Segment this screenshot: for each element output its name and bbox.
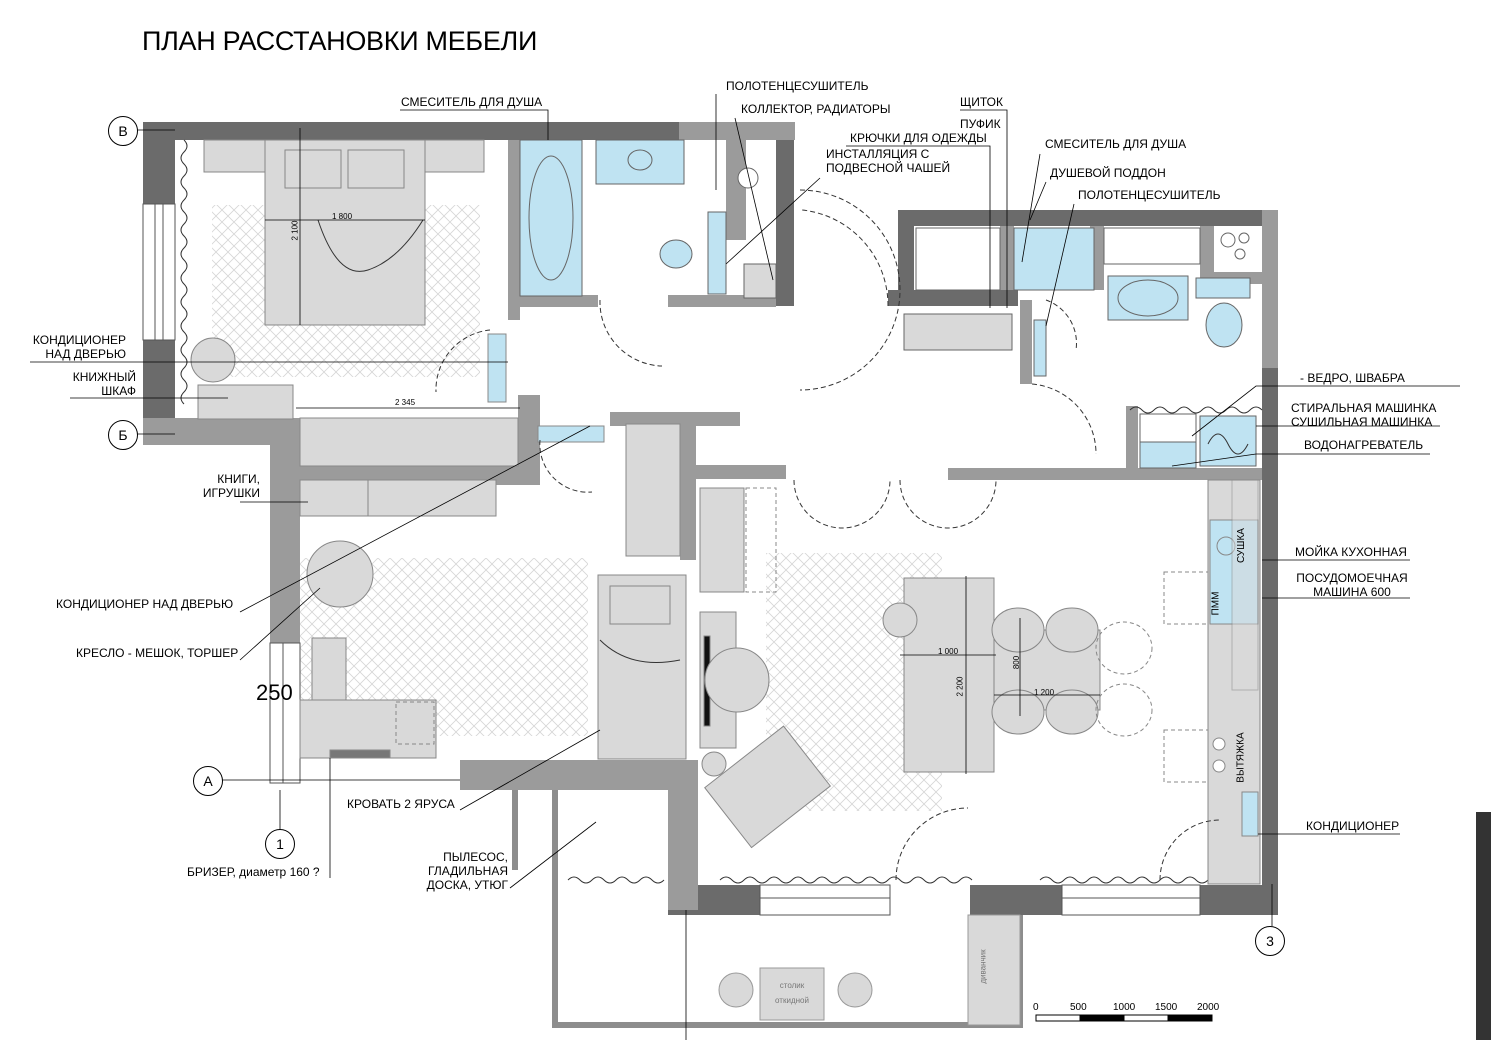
axis-1: 1 [265,829,295,859]
living-furniture [699,487,1153,849]
label-vacuum: ПЫЛЕСОС, ГЛАДИЛЬНАЯ ДОСКА, УТЮГ [426,850,508,892]
page-title: ПЛАН РАССТАНОВКИ МЕБЕЛИ [142,26,538,56]
label-armchair: КРЕСЛО - МЕШОК, ТОРШЕР [76,646,239,660]
dim-sofa-a: 1 000 [938,647,959,656]
label-stolik: столик откидной [775,981,809,1005]
axis-v: В [108,116,138,146]
page-edge-bar [1476,812,1491,1040]
label-shower-tray: ДУШЕВОЙ ПОДДОН [1050,166,1166,180]
divan [967,914,1021,1026]
label-kitchen-sink: МОЙКА КУХОННАЯ [1295,545,1407,559]
label-ac-over-door-2: КОНДИЦИОНЕР НАД ДВЕРЬЮ [56,597,234,611]
leader-lines [30,94,1460,1040]
label-installation: ИНСТАЛЛЯЦИЯ С ПОДВЕСНОЙ ЧАШЕЙ [826,147,950,175]
scale-bar [1035,1014,1213,1022]
label-vytyazhka: ВЫТЯЖКА [1235,732,1247,783]
axis-3: 3 [1255,926,1285,956]
label-shower-mixer-left: СМЕСИТЕЛЬ ДЛЯ ДУША [401,95,543,109]
table-fold [759,967,825,1021]
label-pmm: ПММ [1210,591,1222,616]
label-washer: СТИРАЛЬНАЯ МАШИНКА СУШИЛЬНАЯ МАШИНКА [1291,401,1437,429]
walls [143,122,1278,915]
dim-table-a: 800 [1012,655,1022,670]
label-ac-over-door-1: КОНДИЦИОНЕР НАД ДВЕРЬЮ [32,333,126,361]
door-swings [435,189,1221,881]
scale-0: 0 [1033,1002,1039,1013]
scale-1500: 1500 [1155,1002,1178,1013]
label-divanchik: диванчик [978,949,988,984]
bathroom-right [903,227,1251,377]
laundry [1139,413,1257,469]
kids-furniture [299,423,687,760]
dim-bed-width: 1 800 [332,212,353,221]
axis-b: Б [108,420,138,450]
label-bunk-bed: КРОВАТЬ 2 ЯРУСА [347,797,455,811]
label-books-toys: КНИГИ, ИГРУШКИ [202,472,260,500]
label-panel: ЩИТОК [960,95,1003,109]
dim-wardrobe: 2 345 [395,398,416,407]
dim-offset: 250 [256,680,293,705]
scale-1000: 1000 [1113,1002,1136,1013]
label-breezer: БРИЗЕР, диаметр 160 ? [187,865,320,879]
label-bucket: - ВЕДРО, ШВАБРА [1300,371,1405,385]
dim-table-b: 1 200 [1034,688,1055,697]
label-conditioner: КОНДИЦИОНЕР [1306,819,1400,833]
kitchen [1163,479,1261,885]
label-water-heater: ВОДОНАГРЕВАТЕЛЬ [1304,438,1424,452]
label-dishwasher: ПОСУДОМОЕЧНАЯ МАШИНА 600 [1296,571,1408,599]
label-towel-dryer-right: ПОЛОТЕНЦЕСУШИТЕЛЬ [1078,188,1221,202]
label-installation-text: ИНСТАЛЛЯЦИЯ С ПОДВЕСНОЙ ЧАШЕЙ [826,147,951,175]
label-pouf: ПУФИК [960,117,1001,131]
label-shower-mixer-right: СМЕСИТЕЛЬ ДЛЯ ДУША [1045,137,1187,151]
wardrobe [299,417,519,517]
dim-bed-length: 2 100 [290,220,300,241]
label-bookcase: КНИЖНЫЙ ШКАФ [72,370,136,398]
scale-2000: 2000 [1197,1002,1220,1013]
label-sushka: СУШКА [1235,528,1247,563]
windows [142,203,1201,916]
bedroom-furniture [190,139,507,420]
label-hooks: КРЮЧКИ ДЛЯ ОДЕЖДЫ [850,131,987,145]
dim-sofa-b: 2 200 [955,676,965,697]
axis-a: А [193,766,223,796]
label-collector: КОЛЛЕКТОР, РАДИАТОРЫ [741,102,891,116]
scale-500: 500 [1070,1002,1087,1013]
bathroom-left [519,139,777,299]
label-towel-dryer-top: ПОЛОТЕНЦЕСУШИТЕЛЬ [726,79,869,93]
